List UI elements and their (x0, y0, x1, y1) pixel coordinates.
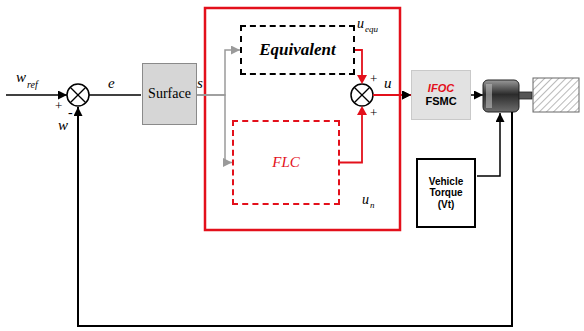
signal-label: ref (27, 80, 38, 90)
feedback-wire (78, 107, 512, 326)
signal-label: u (384, 76, 392, 91)
summing-junction (67, 84, 89, 106)
node-label: IFOC (428, 82, 454, 95)
signal-label: u (357, 17, 364, 31)
node-label: Vehicle Torque (Vt) (422, 176, 470, 211)
signal-label: w (58, 118, 68, 133)
signal-label: e (108, 76, 115, 91)
signal-connector (355, 50, 411, 95)
equivalent-box: Equivalent (240, 25, 355, 75)
arrow-head (357, 75, 367, 84)
motor-symbol (483, 80, 532, 112)
ifoc-fsmc-box: IFOCFSMC (411, 70, 471, 120)
signal-label: u (362, 193, 369, 207)
signal-label: s (197, 76, 203, 91)
signal-label: + (370, 72, 377, 85)
vehicle-torque-box: Vehicle Torque (Vt) (416, 158, 476, 228)
controller-frame (205, 8, 400, 230)
signal-label: + (370, 106, 377, 119)
signal-label: w (16, 70, 26, 85)
arrow-head (357, 106, 367, 115)
drive-wire (471, 94, 483, 96)
signal-connector (197, 95, 232, 163)
reference-wire (6, 94, 67, 96)
torque-wire (477, 113, 500, 176)
flc-box: FLC (232, 120, 340, 205)
signal-label: n (370, 201, 375, 210)
node-label: Equivalent (259, 40, 336, 60)
signal-connector (340, 95, 411, 163)
signal-connector (197, 50, 240, 95)
vehicle-load (533, 78, 579, 112)
signal-label: equ (365, 25, 378, 34)
signal-label: + (55, 99, 62, 112)
node-label: FSMC (425, 95, 456, 108)
signal-label: - (68, 106, 73, 120)
node-label: Surface (148, 86, 191, 102)
error-wire (89, 94, 141, 96)
surface-box: Surface (142, 63, 197, 125)
summing-junction (351, 84, 373, 106)
node-label: FLC (272, 154, 300, 171)
